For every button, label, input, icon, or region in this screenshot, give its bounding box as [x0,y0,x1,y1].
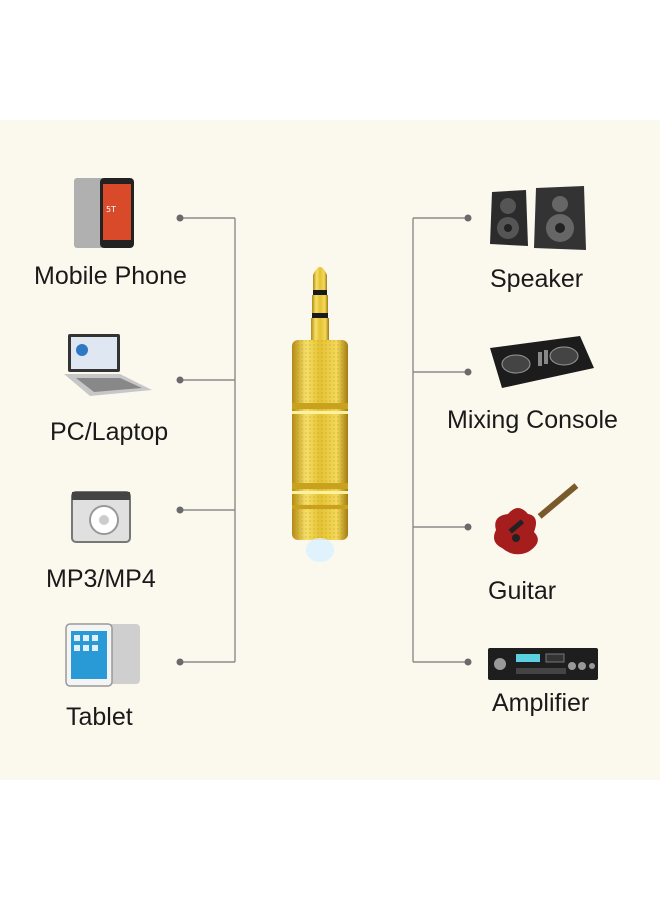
audio-adapter-icon [292,267,348,562]
mp3-player-icon [71,491,131,543]
amplifier-icon [488,648,598,680]
guitar-icon [494,483,579,555]
device-label-amplifier: Amplifier [492,689,590,717]
device-label-guitar: Guitar [488,577,557,605]
device-label-tablet: Tablet [66,703,133,731]
svg-text:5T: 5T [106,205,116,214]
device-label-pc-laptop: PC/Laptop [50,418,169,446]
tablet-icon [65,623,140,687]
mobile-phone-icon: 5T [74,178,134,248]
device-label-mobile-phone: Mobile Phone [34,262,187,290]
device-label-speaker: Speaker [490,265,584,293]
laptop-icon [64,334,152,396]
device-label-mp3-mp4: MP3/MP4 [46,565,156,593]
mixing-console-icon [490,336,594,388]
speaker-icon [490,186,586,250]
device-label-mixing-console: Mixing Console [447,406,618,434]
